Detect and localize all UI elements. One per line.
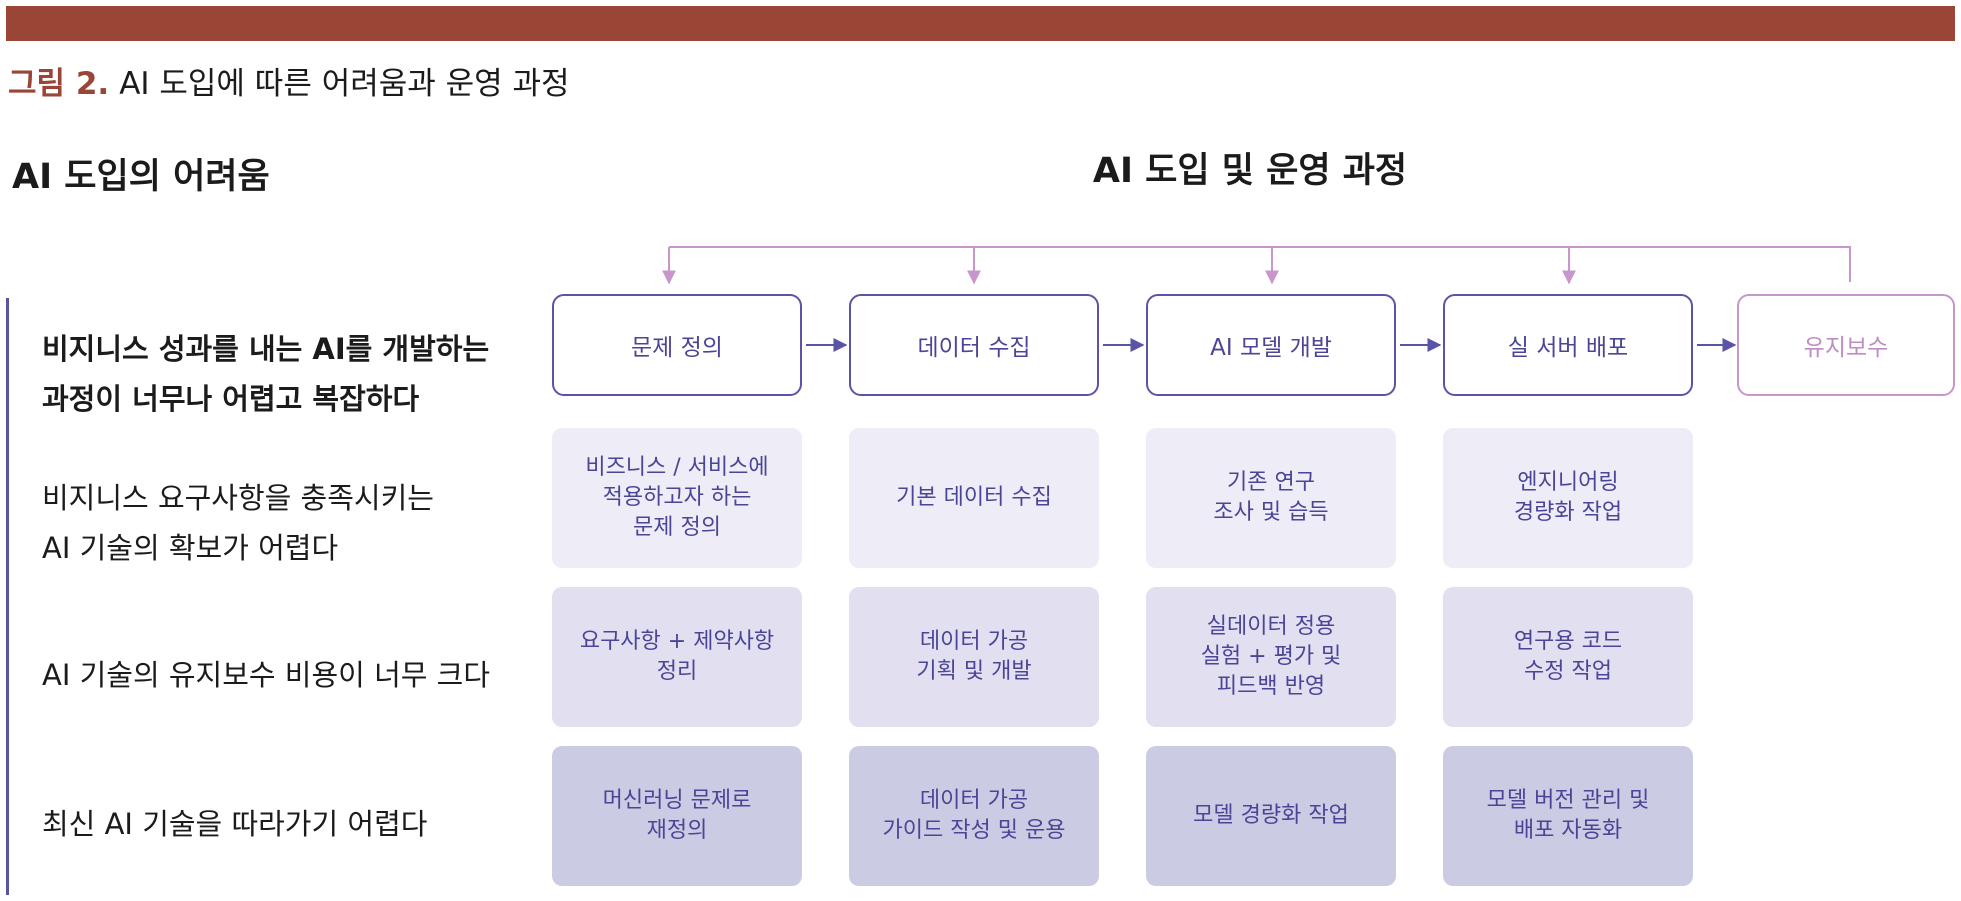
difficulties-title: AI 도입의 어려움 [12, 157, 270, 197]
difficulty-line: AI 기술의 확보가 어렵다 [42, 531, 339, 565]
task-box: 기본 데이터 수집 [849, 428, 1099, 568]
task-box: 데이터 가공 가이드 작성 및 운용 [849, 746, 1099, 886]
difficulty-line: AI 기술의 유지보수 비용이 너무 크다 [42, 658, 491, 692]
feedback-loop-line [669, 246, 1851, 282]
task-box: 실데이터 정용 실험 + 평가 및 피드백 반영 [1146, 587, 1396, 727]
task-box: 비즈니스 / 서비스에 적용하고자 하는 문제 정의 [552, 428, 802, 568]
header-bar [6, 6, 1955, 41]
process-title: AI 도입 및 운영 과정 [1092, 151, 1408, 191]
stage-problem-definition: 문제 정의 [552, 294, 802, 396]
stage-maintenance: 유지보수 [1737, 294, 1955, 396]
figure-caption: 그림 2.AI 도입에 따른 어려움과 운영 과정 [8, 58, 570, 103]
figure-number: 그림 2. [8, 66, 110, 102]
difficulty-item-1: 비지니스 성과를 내는 AI를 개발하는 과정이 너무나 어렵고 복잡하다 [42, 324, 489, 424]
stage-data-collection: 데이터 수집 [849, 294, 1099, 396]
figure-title: AI 도입에 따른 어려움과 운영 과정 [119, 66, 570, 102]
stage-model-development: AI 모델 개발 [1146, 294, 1396, 396]
stage-deployment: 실 서버 배포 [1443, 294, 1693, 396]
task-box: 요구사항 + 제약사항 정리 [552, 587, 802, 727]
task-box: 모델 경량화 작업 [1146, 746, 1396, 886]
task-box: 기존 연구 조사 및 습득 [1146, 428, 1396, 568]
task-box: 데이터 가공 기획 및 개발 [849, 587, 1099, 727]
task-box: 연구용 코드 수정 작업 [1443, 587, 1693, 727]
difficulty-line: 비지니스 성과를 내는 AI를 개발하는 [42, 332, 490, 366]
difficulty-line: 과정이 너무나 어렵고 복잡하다 [42, 382, 420, 416]
difficulty-item-4: 최신 AI 기술을 따라가기 어렵다 [42, 799, 427, 849]
difficulties-divider [6, 298, 9, 895]
difficulty-item-2: 비지니스 요구사항을 충족시키는 AI 기술의 확보가 어렵다 [42, 473, 434, 573]
difficulty-item-3: AI 기술의 유지보수 비용이 너무 크다 [42, 650, 490, 700]
task-box: 머신러닝 문제로 재정의 [552, 746, 802, 886]
difficulty-line: 최신 AI 기술을 따라가기 어렵다 [42, 807, 428, 841]
task-box: 모델 버전 관리 및 배포 자동화 [1443, 746, 1693, 886]
task-box: 엔지니어링 경량화 작업 [1443, 428, 1693, 568]
difficulty-line: 비지니스 요구사항을 충족시키는 [42, 481, 434, 515]
